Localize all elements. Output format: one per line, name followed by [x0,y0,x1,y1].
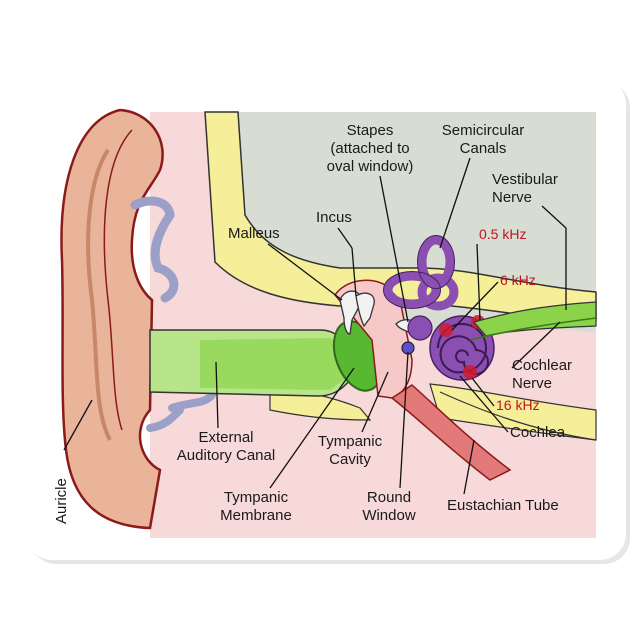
semicircular-canals [383,235,459,311]
semicircular-label-line2: Canals [460,140,507,157]
external-canal-label-line2: Auditory Canal [177,447,275,464]
auricle-shape [60,108,164,530]
vestibular-label-line1: Vestibular [492,171,558,188]
tympanic-membrane-label-line2: Membrane [220,507,292,524]
external-canal-label-line1: External [198,429,253,446]
cochlear-nerve-label: Cochlear Nerve [512,357,572,392]
nerve-strand [469,317,597,341]
malleus-shape [339,290,362,335]
tympanic-membrane-label-line1: Tympanic [224,489,289,506]
round-window-label-line1: Round [367,489,411,506]
khz-6-label: 6 kHz [500,272,536,288]
cartilage-upper [130,196,179,303]
leader-lines [63,157,567,495]
khz-05-label: 0.5 kHz [479,226,526,242]
tympanic-membrane-label: Tympanic Membrane [220,489,292,524]
incus-label: Incus [316,209,352,226]
vestibular-label-line2: Nerve [492,189,532,206]
incus-shape [355,292,375,328]
stapes-label: Stapes (attached to oval window) [327,122,414,175]
round-window-label: Round Window [362,489,416,524]
eustachian-label: Eustachian Tube [447,497,559,514]
malleus-label: Malleus [228,225,280,242]
stapes-label-line3: oval window) [327,158,414,175]
vestibular-label: Vestibular Nerve [492,171,558,206]
skull-line [439,391,597,441]
stapes-label-line2: (attached to [330,140,409,157]
semicircular-label-line1: Semicircular [442,122,525,139]
round-window-label-line2: Window [362,507,416,524]
cochlea-label: Cochlea [510,424,566,441]
tympanic-cavity-label: Tympanic Cavity [318,433,383,468]
tympanic-cavity-label-line1: Tympanic [318,433,383,450]
hotspot-6khz [439,323,453,337]
cochlear-nerve-label-line1: Cochlear [512,357,572,374]
khz-16-label: 16 kHz [496,397,540,413]
cochlea-spiral [437,323,489,375]
auricle-helix-line [103,129,133,431]
stapes-label-line1: Stapes [347,122,394,139]
external-canal-label: External Auditory Canal [177,429,275,464]
auricle-label: Auricle [53,478,70,524]
semicircular-label: Semicircular Canals [442,122,525,157]
tympanic-cavity-label-line2: Cavity [329,451,371,468]
canal-glow [200,338,345,390]
cartilage-lower [146,391,216,432]
vestibule [407,315,433,341]
eustachian-tube-shape [390,384,512,481]
auricle-inner-fold [86,148,112,441]
cochlear-nerve-label-line2: Nerve [512,375,552,392]
hotspot-16khz [463,365,477,379]
semicircular-canals-outline [383,235,455,309]
